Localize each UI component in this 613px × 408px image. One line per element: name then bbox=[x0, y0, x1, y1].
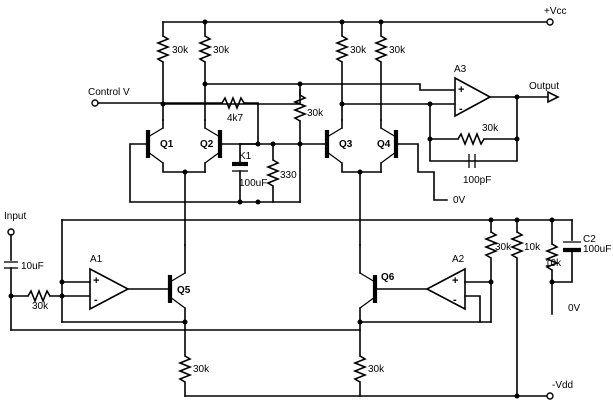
svg-text:+: + bbox=[452, 275, 458, 287]
label-vdd: -Vdd bbox=[552, 380, 573, 391]
a3-feedback-wire bbox=[429, 96, 518, 162]
label-q1: Q1 bbox=[160, 139, 174, 150]
wire-q5-emitter bbox=[61, 321, 186, 331]
vcc-rail bbox=[162, 18, 554, 26]
label-r-q5: 30k bbox=[193, 364, 210, 375]
label-r-q2: 30k bbox=[213, 45, 230, 56]
label-a2: A2 bbox=[452, 254, 465, 265]
label-r-divider-1: 30k bbox=[495, 242, 512, 253]
label-r-330: 330 bbox=[280, 170, 297, 181]
resistor-330 bbox=[265, 143, 281, 203]
mid-resistor bbox=[292, 83, 308, 203]
label-r-q1: 30k bbox=[172, 45, 189, 56]
control-v-terminal[interactable] bbox=[91, 99, 99, 107]
label-r-q4: 30k bbox=[389, 45, 406, 56]
divider-resistor-30k bbox=[483, 219, 499, 323]
label-c-input: 10uF bbox=[21, 261, 44, 272]
label-a3: A3 bbox=[454, 64, 467, 75]
input-terminal[interactable] bbox=[7, 228, 15, 236]
label-q2: Q2 bbox=[200, 139, 214, 150]
resistor-4k7 bbox=[221, 95, 259, 146]
label-c2: C2 bbox=[583, 234, 596, 245]
control-v-label: Control V bbox=[88, 87, 130, 98]
svg-text:+: + bbox=[93, 275, 99, 287]
output-arrow-icon[interactable] bbox=[547, 90, 560, 104]
label-r-divider-2: 10k bbox=[524, 242, 541, 253]
label-r-4k7: 4k7 bbox=[227, 113, 244, 124]
input-resistor bbox=[10, 288, 91, 304]
resistor-q6-emitter bbox=[352, 355, 368, 397]
a3-feedback-capacitor bbox=[468, 154, 476, 168]
divider-resistor-10k bbox=[509, 219, 525, 397]
input-capacitor bbox=[4, 234, 18, 331]
capacitor-c2 bbox=[551, 219, 581, 283]
svg-text:+: + bbox=[458, 84, 464, 96]
label-c2-value: 100uF bbox=[583, 244, 611, 255]
svg-text:-: - bbox=[94, 294, 98, 306]
label-q4: Q4 bbox=[377, 139, 391, 150]
a3-feedback-resistor bbox=[429, 131, 518, 147]
wire-q4-base-ground bbox=[395, 143, 448, 201]
label-ground-2: 0V bbox=[568, 303, 581, 314]
svg-text:-: - bbox=[453, 294, 457, 306]
resistor-q5-emitter bbox=[177, 329, 193, 397]
wire-q2-to-a3-plus bbox=[204, 83, 456, 91]
collector-resistor-q4 bbox=[373, 21, 389, 121]
transistor-q5 bbox=[167, 244, 186, 323]
label-r-input: 30k bbox=[32, 301, 49, 312]
label-r-divider-3: 10k bbox=[545, 258, 562, 269]
transistor-q1 bbox=[145, 119, 206, 173]
vdd-terminal[interactable] bbox=[546, 392, 554, 400]
label-q5: Q5 bbox=[177, 285, 191, 296]
svg-text:-: - bbox=[459, 103, 463, 115]
label-q3: Q3 bbox=[339, 139, 353, 150]
collector-resistor-q1 bbox=[155, 21, 171, 121]
wire-q1-base bbox=[129, 143, 259, 203]
opamp-a3: + - bbox=[454, 76, 492, 118]
label-ground-1: 0V bbox=[453, 195, 466, 206]
wire-a2-minus bbox=[464, 295, 481, 323]
label-r-q3: 30k bbox=[350, 45, 367, 56]
transistor-q6 bbox=[359, 244, 378, 357]
label-q6: Q6 bbox=[381, 272, 395, 283]
label-a1: A1 bbox=[90, 254, 103, 265]
label-r-q6: 30k bbox=[368, 364, 385, 375]
input-label: Input bbox=[4, 211, 26, 222]
output-label: Output bbox=[529, 81, 559, 92]
transistor-q3 bbox=[324, 119, 382, 173]
capacitor-k1 bbox=[232, 143, 248, 203]
label-k1: K1 bbox=[239, 151, 252, 162]
label-a3-feedback-r: 30k bbox=[482, 123, 499, 134]
label-vcc: +Vcc bbox=[544, 6, 567, 17]
vdd-rail bbox=[184, 392, 554, 400]
opamp-a2: + - bbox=[425, 267, 466, 311]
label-r-mid: 30k bbox=[307, 108, 324, 119]
vcc-terminal[interactable] bbox=[546, 18, 554, 26]
opamp-a1: + - bbox=[89, 267, 130, 311]
label-a3-feedback-c: 100pF bbox=[463, 175, 491, 186]
collector-resistor-q2 bbox=[197, 21, 213, 121]
divider-resistor-10k-b bbox=[544, 219, 560, 315]
label-k1-value: 100uF bbox=[239, 178, 267, 189]
